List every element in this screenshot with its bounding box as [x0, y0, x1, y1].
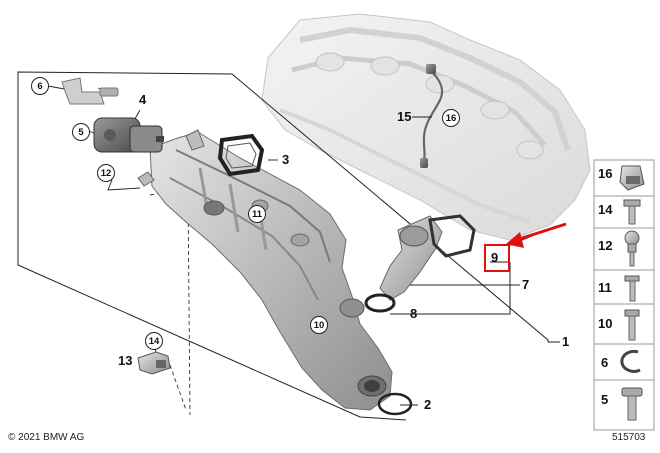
callout-3[interactable]: 3	[282, 152, 290, 167]
red-arrow-indicator	[506, 222, 567, 248]
o-ring-2	[377, 392, 413, 416]
callout-16[interactable]: 16	[442, 109, 460, 127]
callout-15[interactable]: 15	[397, 109, 412, 124]
callout-14[interactable]: 14	[145, 332, 163, 350]
bolt-12-part	[137, 171, 155, 187]
callout-4[interactable]: 4	[139, 92, 147, 107]
egr-valve-actuator	[93, 117, 164, 153]
sensor-13	[137, 351, 171, 375]
side-panel-frame	[593, 159, 655, 431]
callout-11[interactable]: 11	[248, 205, 266, 223]
side-part-14-icon	[623, 199, 641, 225]
gasket-3	[217, 133, 265, 177]
callout-9-highlight	[484, 244, 510, 272]
side-part-16-icon	[619, 165, 645, 191]
diagram-id: 515703	[612, 432, 646, 443]
callout-8[interactable]: 8	[410, 306, 418, 321]
copyright-text: © 2021 BMW AG	[8, 432, 85, 443]
callout-5[interactable]: 5	[72, 123, 90, 141]
side-item-5[interactable]: 5	[601, 392, 609, 407]
egr-pipe-7	[379, 214, 476, 301]
side-part-11-icon	[624, 275, 640, 302]
sensor-wire-15	[420, 64, 444, 168]
callout-2[interactable]: 2	[424, 397, 432, 412]
side-item-16[interactable]: 16	[598, 166, 613, 181]
side-item-10[interactable]: 10	[598, 316, 613, 331]
callout-12[interactable]: 12	[97, 164, 115, 182]
side-part-5-icon	[621, 387, 643, 421]
callout-10[interactable]: 10	[310, 316, 328, 334]
callout-7[interactable]: 7	[522, 277, 530, 292]
callout-9[interactable]: 9	[491, 250, 499, 265]
callout-13[interactable]: 13	[118, 353, 133, 368]
side-item-12[interactable]: 12	[598, 238, 613, 253]
egr-manifold	[149, 129, 393, 411]
side-part-10-icon	[624, 309, 640, 341]
side-item-14[interactable]: 14	[598, 202, 613, 217]
assembly-frame	[17, 71, 560, 421]
bracket-6	[61, 77, 119, 105]
o-ring-8	[364, 293, 396, 313]
side-part-6-icon	[620, 349, 641, 373]
side-part-12-icon	[624, 230, 640, 267]
side-item-6[interactable]: 6	[601, 355, 609, 370]
callout-6[interactable]: 6	[31, 77, 49, 95]
side-item-11[interactable]: 11	[598, 280, 612, 295]
callout-1[interactable]: 1	[562, 334, 570, 349]
